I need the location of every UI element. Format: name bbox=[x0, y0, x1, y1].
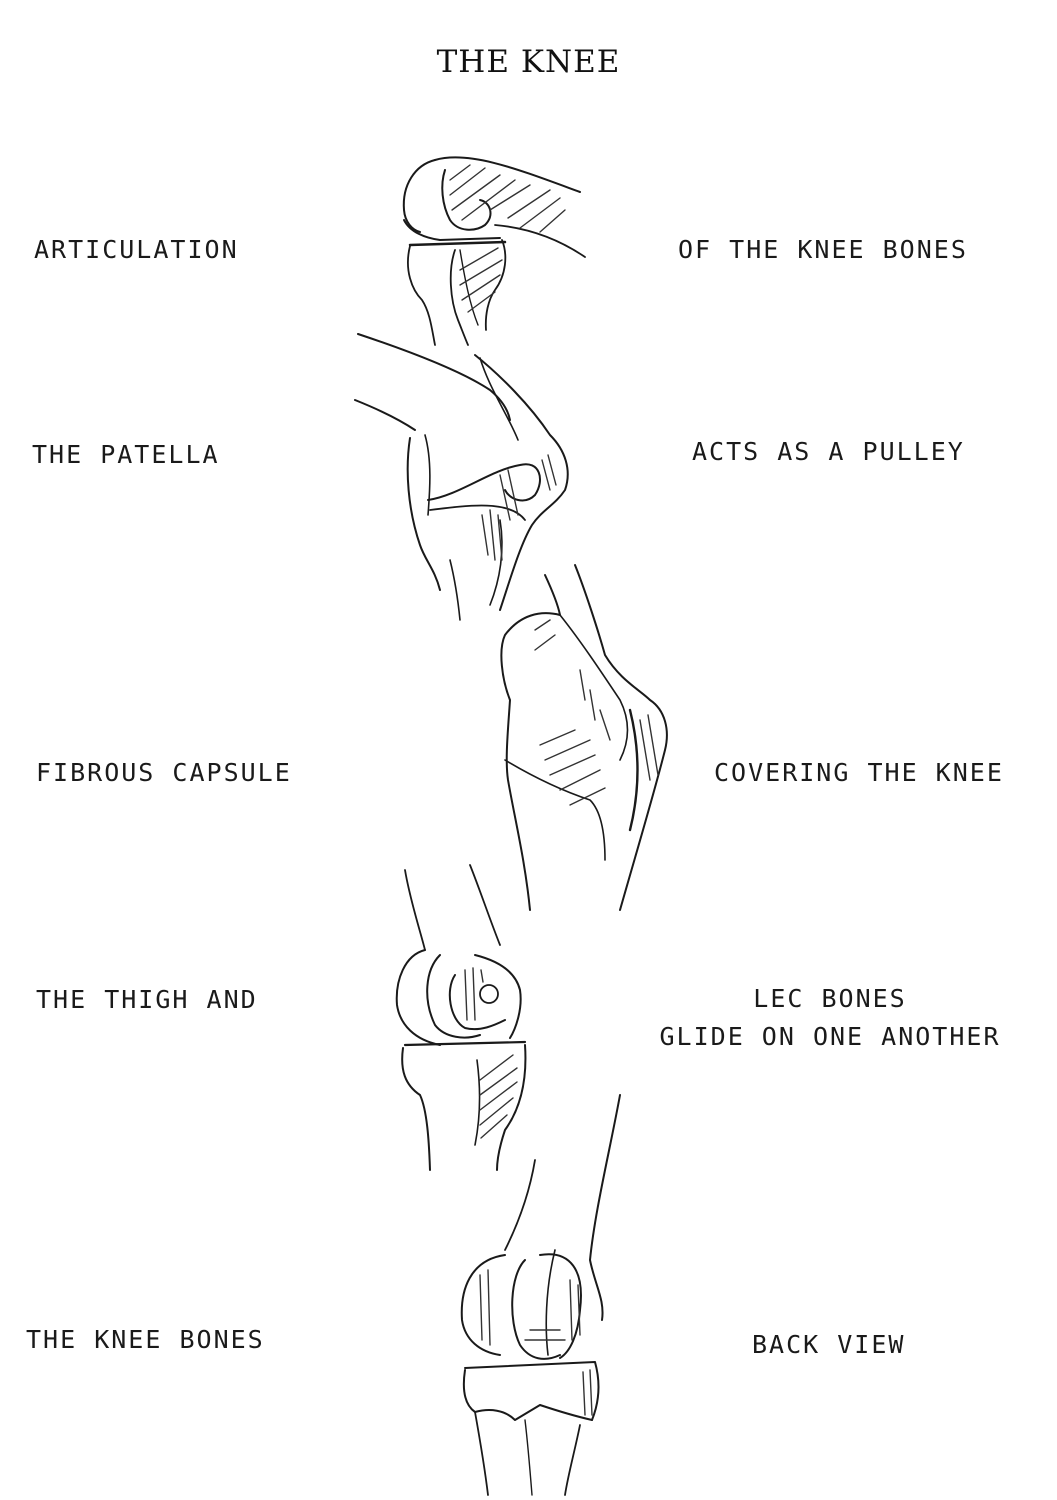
row4-left-label: THE THIGH AND bbox=[36, 985, 258, 1014]
row1-left-label: ARTICULATION bbox=[34, 235, 239, 264]
thigh-leg-bones-glide-icon bbox=[395, 864, 527, 1171]
row5-left-label: THE KNEE BONES bbox=[26, 1325, 265, 1354]
row4-right-label-line2: GLIDE ON ONE ANOTHER bbox=[659, 1022, 1001, 1051]
row3-left-label: FIBROUS CAPSULE bbox=[36, 758, 292, 787]
row5-right-label: BACK VIEW bbox=[752, 1330, 906, 1359]
row1-right-label: OF THE KNEE BONES bbox=[678, 235, 968, 264]
knee-bones-back-view-icon bbox=[460, 1094, 621, 1496]
fibrous-capsule-icon bbox=[500, 564, 668, 911]
page-title: THE KNEE bbox=[436, 44, 621, 80]
patella-pulley-icon bbox=[354, 333, 569, 621]
row3-right-label: COVERING THE KNEE bbox=[714, 758, 1004, 787]
row2-right-label: ACTS AS A PULLEY bbox=[692, 437, 965, 466]
row4-right-label-line1: LEC BONES bbox=[753, 984, 907, 1013]
row2-left-label: THE PATELLA bbox=[32, 440, 220, 469]
knee-articulation-side-icon bbox=[402, 156, 586, 346]
